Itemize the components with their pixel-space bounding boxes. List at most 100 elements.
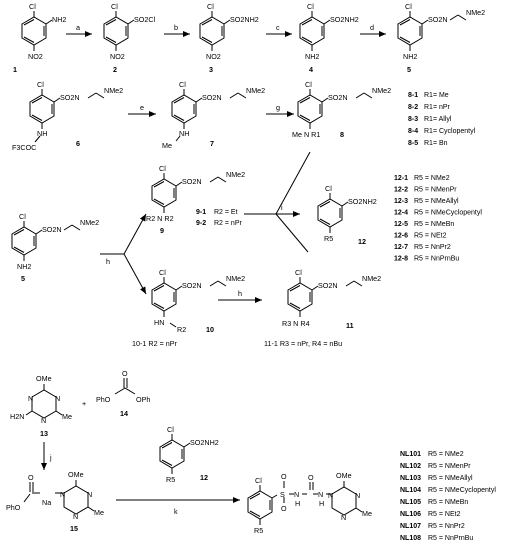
compound-number: 5 xyxy=(21,274,25,283)
merge-line-8 xyxy=(275,151,311,215)
compound-14: O PhO OPh 14 xyxy=(96,369,150,418)
list-item-text: R5 = NMe2 xyxy=(414,175,450,182)
so2nh2-label: SO2NH2 xyxy=(190,438,219,447)
ring-n-label: N xyxy=(60,490,65,499)
list-item-text: R5 = NMenPr xyxy=(414,187,457,194)
amine-label: R3 N R4 xyxy=(282,319,310,328)
list-item-text: R5 = NEt2 xyxy=(428,511,461,518)
urea-n-label: N xyxy=(318,490,323,499)
no2-label: NO2 xyxy=(28,52,43,61)
nme2-label: NMe2 xyxy=(246,86,265,95)
list-item-text: R5 = NMeBn xyxy=(428,499,468,506)
arrow-h-down xyxy=(123,253,147,295)
list-item-id: 12-4 xyxy=(394,210,408,217)
compound-number: 14 xyxy=(120,409,128,418)
label-11-1: 11-1 R3 = nPr, R4 = nBu xyxy=(264,339,342,348)
nh-label: NH xyxy=(37,129,47,138)
plus-sign: + xyxy=(82,399,86,408)
compound-number: 15 xyxy=(70,524,78,533)
compound-5-repeat: Cl SO2N NMe2 NH2 5 xyxy=(11,212,99,283)
so2n-label: SO2N xyxy=(182,177,202,186)
list-item-id: 12-8 xyxy=(394,256,408,263)
so2nh2-label: SO2NH2 xyxy=(348,197,377,206)
list-item-id: NL101 xyxy=(400,451,421,458)
list-item-text: R5 = NMeCyclopentyl xyxy=(428,487,496,494)
merge-line-11 xyxy=(275,213,309,253)
nme2-label: NMe2 xyxy=(104,86,123,95)
compound-12-repeat: Cl SO2NH2 R5 12 xyxy=(159,425,219,484)
r5-label: R5 xyxy=(254,526,263,535)
list-item-text: R5 = NMe2 xyxy=(428,451,464,458)
cl-label: Cl xyxy=(179,80,186,89)
methyl-label: Me xyxy=(162,141,172,150)
cl-label: Cl xyxy=(29,2,36,11)
cl-label: Cl xyxy=(405,2,412,11)
nh2-label: NH2 xyxy=(17,262,31,271)
so2n-label: SO2N xyxy=(428,15,448,24)
list-item-id: 8-3 xyxy=(408,116,418,123)
cl-label: Cl xyxy=(255,476,262,485)
list-item-text: R5 = NMeBn xyxy=(414,221,454,228)
list-item-id: 8-5 xyxy=(408,140,418,147)
pho-label: PhO xyxy=(96,395,111,404)
compound-number: 9 xyxy=(160,226,164,235)
reagent-d: d xyxy=(370,23,374,32)
compound-number: 1 xyxy=(13,65,17,74)
urea-h-label: H xyxy=(319,499,324,508)
list-item-id: 9-1 xyxy=(196,209,206,216)
nh-label: NH xyxy=(179,129,189,138)
amine-label: R2 N R2 xyxy=(146,214,174,223)
compound-12: Cl SO2NH2 R5 12 xyxy=(317,184,377,246)
compound-number: 4 xyxy=(309,65,313,74)
ring-n-label: N xyxy=(328,491,333,500)
list-item-text: R5 = NMeCyclopentyl xyxy=(414,210,482,217)
list-item-id: NL105 xyxy=(400,499,421,506)
list-item-text: R1= nPr xyxy=(424,104,451,111)
compound-number: 12 xyxy=(200,473,208,482)
compound-6: Cl SO2N NMe2 NH F3COC 6 xyxy=(12,80,123,152)
list-item-text: R1= Me xyxy=(424,92,449,99)
compound-number: 12 xyxy=(358,237,366,246)
list-item-id: 8-1 xyxy=(408,92,418,99)
list-item-text: R5 = NnPr2 xyxy=(428,523,465,530)
trifluoroacetyl-label: F3COC xyxy=(12,143,36,152)
compound-8: Cl SO2N NMe2 Me N R1 8 xyxy=(292,80,391,139)
cl-label: Cl xyxy=(207,2,214,11)
nh2-label: NH2 xyxy=(403,52,417,61)
list-item-text: R5 = NMenPr xyxy=(428,463,471,470)
compound-number: 8 xyxy=(340,130,344,139)
nme2-label: NMe2 xyxy=(372,86,391,95)
compound-1: Cl NH2 NO2 1 xyxy=(13,2,66,74)
so2n-label: SO2N xyxy=(202,93,222,102)
list-item-text: R1= Bn xyxy=(424,140,448,147)
compound-2: Cl SO2Cl NO2 2 xyxy=(103,2,156,74)
nme2-label: NMe2 xyxy=(362,274,381,283)
list-item-id: NL107 xyxy=(400,523,421,530)
reagent-g: g xyxy=(276,103,280,112)
list-item-text: R2 = nPr xyxy=(214,220,242,227)
reagent-j: j xyxy=(49,453,52,462)
reagent-b: b xyxy=(174,23,178,32)
list-item-id: NL108 xyxy=(400,535,421,542)
list-item-text: R2 = Et xyxy=(214,209,238,216)
cl-label: Cl xyxy=(307,2,314,11)
list-item-id: 12-7 xyxy=(394,244,408,251)
ome-label: OMe xyxy=(68,470,84,479)
no2-label: NO2 xyxy=(206,52,221,61)
list-item-id: 8-4 xyxy=(408,128,418,135)
cl-label: Cl xyxy=(19,212,26,221)
urea-h-label: H xyxy=(295,499,300,508)
compound-7: Cl SO2N NMe2 NH Me 7 xyxy=(162,80,265,150)
so2n-label: SO2N xyxy=(60,93,80,102)
cl-label: Cl xyxy=(37,80,44,89)
ome-label: OMe xyxy=(336,471,352,480)
compound-15: OMe N N N Me O Na PhO 15 xyxy=(6,470,104,533)
list-item-id: 8-2 xyxy=(408,104,418,111)
sulfonyl-o-label: O xyxy=(281,472,287,481)
list-item-text: R5 = NnPr2 xyxy=(414,244,451,251)
reagent-a: a xyxy=(76,23,80,32)
list-item-text: R1= Cyclopentyl xyxy=(424,128,476,135)
